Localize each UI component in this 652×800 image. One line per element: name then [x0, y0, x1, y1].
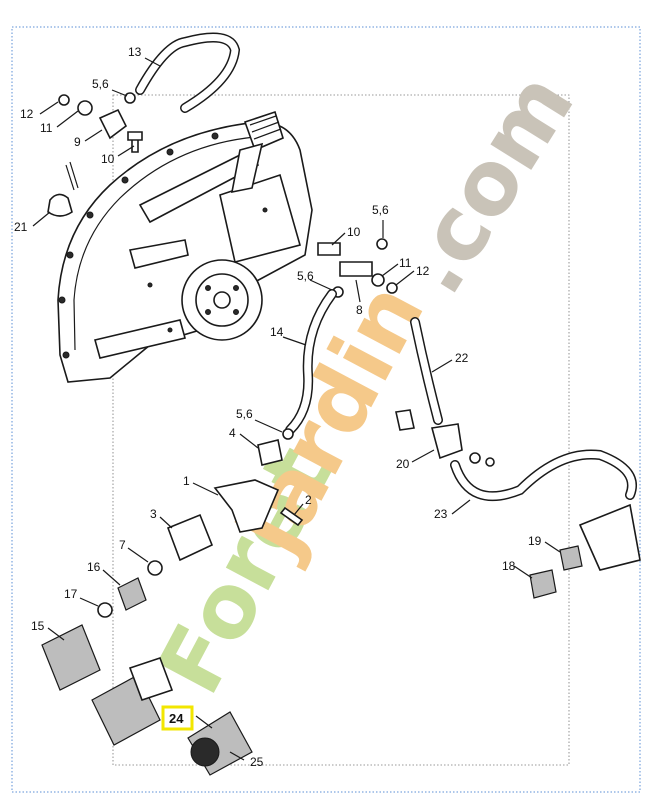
callout-10-right: 10 [347, 225, 361, 239]
callout-24-highlight [161, 705, 194, 731]
coupling-19 [559, 545, 583, 571]
leader-lines [32, 57, 561, 761]
callout-19: 19 [528, 534, 542, 548]
callout-16: 16 [87, 560, 101, 574]
callout-12-right: 12 [416, 264, 430, 278]
callout-24: 24 [169, 711, 184, 726]
hose-22 [410, 317, 443, 425]
nut-56-right [376, 238, 388, 250]
washer-11-left [77, 100, 93, 116]
callout-22: 22 [455, 351, 469, 365]
bracket-1 [213, 479, 280, 533]
nut-right-small [469, 452, 481, 464]
callout-12-left: 12 [20, 107, 34, 121]
coupling-18 [529, 569, 557, 599]
sleeve-24-top [128, 656, 174, 702]
inner-frame [112, 94, 570, 766]
nipple-16 [117, 577, 147, 611]
screw-right-small [395, 409, 415, 431]
screw-12-left [58, 94, 70, 106]
screw-10-left [127, 131, 143, 153]
callout-23: 23 [434, 507, 448, 521]
nozzle-21 [47, 193, 73, 217]
callout-18: 18 [502, 559, 516, 573]
callout-13: 13 [128, 45, 142, 59]
callout-10-left: 10 [101, 152, 115, 166]
callout-11-right: 11 [399, 256, 412, 270]
coupling-15 [41, 624, 101, 691]
callout-15: 15 [31, 619, 45, 633]
washer-right-small [485, 457, 495, 467]
o-ring-7 [147, 560, 163, 576]
callout-2: 2 [305, 493, 312, 507]
fitting-9 [98, 108, 128, 140]
callout-labels: 13 5,6 12 11 9 10 21 5,6 10 11 12 5,6 8 … [14, 45, 542, 769]
bracket-right [578, 503, 641, 571]
callout-5-6-top-left: 5,6 [92, 77, 109, 91]
nut-56-lower [282, 428, 294, 440]
nut-56-left [124, 92, 136, 104]
callout-11-left: 11 [40, 121, 53, 135]
callout-7: 7 [119, 538, 126, 552]
callout-17: 17 [64, 587, 78, 601]
hose-23 [450, 449, 637, 502]
callout-5-6-top-right: 5,6 [372, 203, 389, 217]
washer-11-right [371, 273, 385, 287]
connector-4 [257, 439, 283, 466]
screw-12-right [386, 282, 398, 294]
blade-guard [57, 110, 313, 383]
bolt-2 [279, 506, 304, 527]
callout-5-6-lower: 5,6 [236, 407, 253, 421]
valve-20 [430, 423, 463, 460]
callout-21: 21 [14, 220, 28, 234]
hose-13 [135, 32, 241, 113]
callout-3: 3 [150, 507, 157, 521]
callout-25: 25 [250, 755, 264, 769]
callout-4: 4 [229, 426, 236, 440]
callout-1: 1 [183, 474, 190, 488]
tee-fitting-8 [339, 261, 373, 277]
callout-20: 20 [396, 457, 410, 471]
screw-10-right [317, 242, 341, 256]
coupling-25-teeth [190, 737, 220, 767]
callout-9: 9 [74, 135, 81, 149]
valve-body-3 [166, 513, 214, 562]
callout-5-6-middle: 5,6 [297, 269, 314, 283]
o-ring-17 [97, 602, 113, 618]
callout-14: 14 [270, 325, 284, 339]
callout-8: 8 [356, 303, 363, 317]
hose-14 [285, 289, 337, 435]
